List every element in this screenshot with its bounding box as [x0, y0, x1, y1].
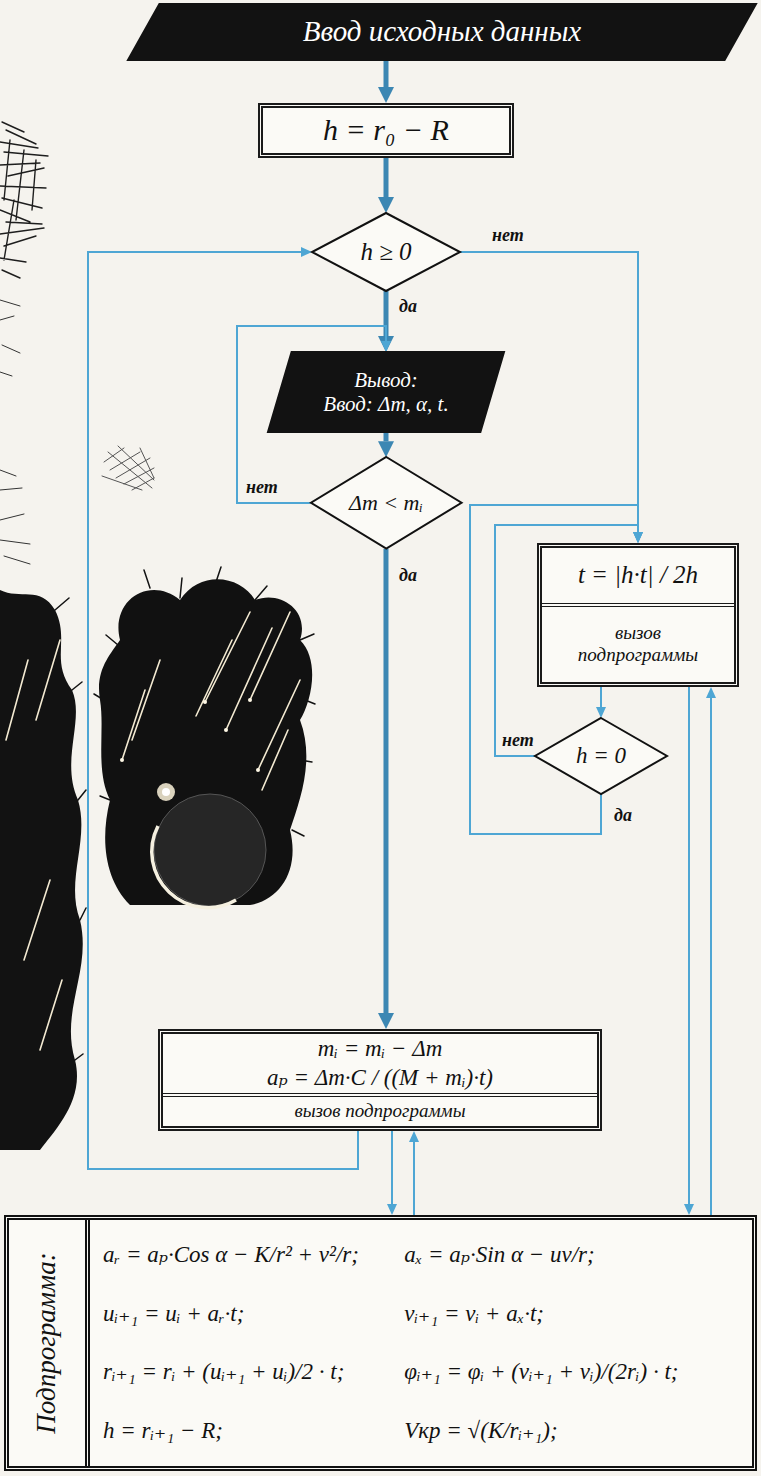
- flash: [157, 783, 175, 801]
- dark-cloud: [99, 579, 312, 905]
- flow-connector: [710, 698, 712, 1215]
- node-text: mᵢ = mᵢ − Δm: [163, 1034, 597, 1064]
- branch-label: нет: [244, 478, 280, 498]
- flow-connector: [383, 549, 388, 1013]
- call-text: вызов подпрограммы: [163, 1093, 597, 1126]
- flash-glow: [157, 783, 175, 801]
- branch-label: нет: [500, 731, 536, 751]
- node-text: Вывод:: [354, 368, 418, 392]
- node-text: t = |h·t| / 2h: [542, 548, 734, 603]
- sketch-small-cloud: [102, 446, 154, 490]
- node-content: Δm < mᵢ: [311, 457, 462, 549]
- flow-connector: [413, 1142, 415, 1215]
- node-content: t = |h·t| / 2hвызов подпрограммы: [542, 548, 734, 682]
- formula-cell: rᵢ₊₁ = rᵢ + (uᵢ₊₁ + uᵢ)/2 · t;: [103, 1359, 404, 1385]
- meteor-head: [248, 698, 252, 702]
- sketch-top-left: [0, 122, 48, 278]
- formula-cell: Vкр = √(K/rᵢ₊₁);: [404, 1418, 744, 1444]
- decision-diamond: Δm < mᵢ: [311, 457, 462, 549]
- flow-connector: [384, 60, 389, 87]
- node-content: h = r₀ − R: [263, 108, 509, 153]
- process-box: t = |h·t| / 2hвызов подпрограммы: [537, 543, 739, 687]
- meteor-head: [256, 768, 260, 772]
- hatch-strokes: [0, 122, 48, 278]
- flash-core: [162, 788, 170, 796]
- node-content: h ≥ 0: [312, 213, 460, 291]
- meteor-head: [120, 758, 124, 762]
- formula: h = rᵢ₊₁ − R;: [103, 1418, 223, 1444]
- subroutine-side: Подпрограмма:: [9, 1220, 90, 1466]
- formula: aᵣ = aₚ·Cos α − K/r² + v²/r;: [103, 1242, 359, 1268]
- node-text: Ввод исходных данных: [303, 15, 582, 48]
- flow-connector: [384, 158, 389, 197]
- formula: φᵢ₊₁ = φᵢ + (vᵢ₊₁ + vᵢ)/(2rᵢ) · t;: [404, 1359, 678, 1385]
- subroutine-heading: Подпрограмма:: [31, 1252, 62, 1433]
- node-text: aₚ = Δm·C / ((M + mᵢ)·t): [163, 1064, 597, 1094]
- meteor-streaks: [6, 612, 300, 1050]
- io-parallelogram: Вывод:Ввод: Δm, α, t.: [268, 352, 504, 432]
- formula: aₓ = aₚ·Sin α − uv/r;: [404, 1242, 594, 1268]
- band-shape: [128, 4, 756, 60]
- hatch-strokes: [102, 446, 154, 490]
- flow-connector: [391, 1131, 393, 1204]
- flow-connector: [383, 432, 388, 441]
- branch-label: да: [397, 566, 419, 586]
- formula-cell: aₓ = aₚ·Sin α − uv/r;: [404, 1242, 744, 1268]
- branch-label: да: [612, 806, 634, 826]
- formula: Vкр = √(K/rᵢ₊₁);: [404, 1418, 557, 1444]
- formula-cell: aᵣ = aₚ·Cos α − K/r² + v²/r;: [103, 1242, 404, 1268]
- diamond-shape: [311, 457, 462, 549]
- meteor-heads: [120, 698, 260, 772]
- flow-connector: [600, 687, 602, 707]
- node-text: h ≥ 0: [360, 238, 411, 267]
- formula-cell: vᵢ₊₁ = vᵢ + aₓ·t;: [404, 1301, 744, 1327]
- node-content: Вывод:Ввод: Δm, α, t.: [268, 352, 504, 432]
- planet: [152, 794, 266, 908]
- decision-diamond: h = 0: [535, 718, 667, 794]
- meteor-head: [203, 700, 207, 704]
- flow-connector: [688, 687, 690, 1204]
- subroutine-box: Подпрограмма: aᵣ = aₚ·Cos α − K/r² + v²/r…: [4, 1215, 757, 1471]
- node-content: mᵢ = mᵢ − Δmaₚ = Δm·C / ((M + mᵢ)·t)вызо…: [163, 1034, 597, 1126]
- node-text: Δm < mᵢ: [349, 490, 423, 515]
- planet-crescent: [152, 826, 236, 908]
- dark-cloud-left: [0, 590, 83, 1150]
- formula-grid: aᵣ = aₚ·Cos α − K/r² + v²/r; aₓ = aₚ·Sin …: [103, 1226, 744, 1460]
- planet-disc: [154, 794, 266, 906]
- input-band: Ввод исходных данных: [128, 4, 756, 60]
- formula-cell: φᵢ₊₁ = φᵢ + (vᵢ₊₁ + vᵢ)/(2rᵢ) · t;: [404, 1359, 744, 1385]
- node-text: Ввод: Δm, α, t.: [323, 392, 448, 416]
- branch-label: нет: [490, 226, 526, 246]
- sketch-left-middle: [0, 300, 30, 564]
- formula-cell: uᵢ₊₁ = uᵢ + aᵣ·t;: [103, 1301, 404, 1327]
- hatch-strokes: [0, 300, 30, 564]
- formula: vᵢ₊₁ = vᵢ + aₓ·t;: [404, 1301, 544, 1327]
- formula-cell: h = rᵢ₊₁ − R;: [103, 1418, 404, 1444]
- para-shape: [268, 352, 504, 432]
- diamond-shape: [535, 718, 667, 794]
- meteor-head: [224, 728, 228, 732]
- formula: rᵢ₊₁ = rᵢ + (uᵢ₊₁ + uᵢ)/2 · t;: [103, 1359, 344, 1385]
- decision-diamond: h ≥ 0: [312, 213, 460, 291]
- streaks: [6, 612, 300, 1050]
- node-text: h = r₀ − R: [263, 108, 509, 153]
- node-text: h = 0: [576, 743, 626, 769]
- process-box: h = r₀ − R: [258, 103, 514, 158]
- branch-label: да: [397, 297, 419, 317]
- node-content: Ввод исходных данных: [128, 4, 756, 60]
- call-text: вызов подпрограммы: [542, 603, 734, 682]
- node-content: h = 0: [535, 718, 667, 794]
- process-box: mᵢ = mᵢ − Δmaₚ = Δm·C / ((M + mᵢ)·t)вызо…: [158, 1029, 602, 1131]
- formula: uᵢ₊₁ = uᵢ + aᵣ·t;: [103, 1301, 244, 1327]
- diamond-shape: [312, 213, 460, 291]
